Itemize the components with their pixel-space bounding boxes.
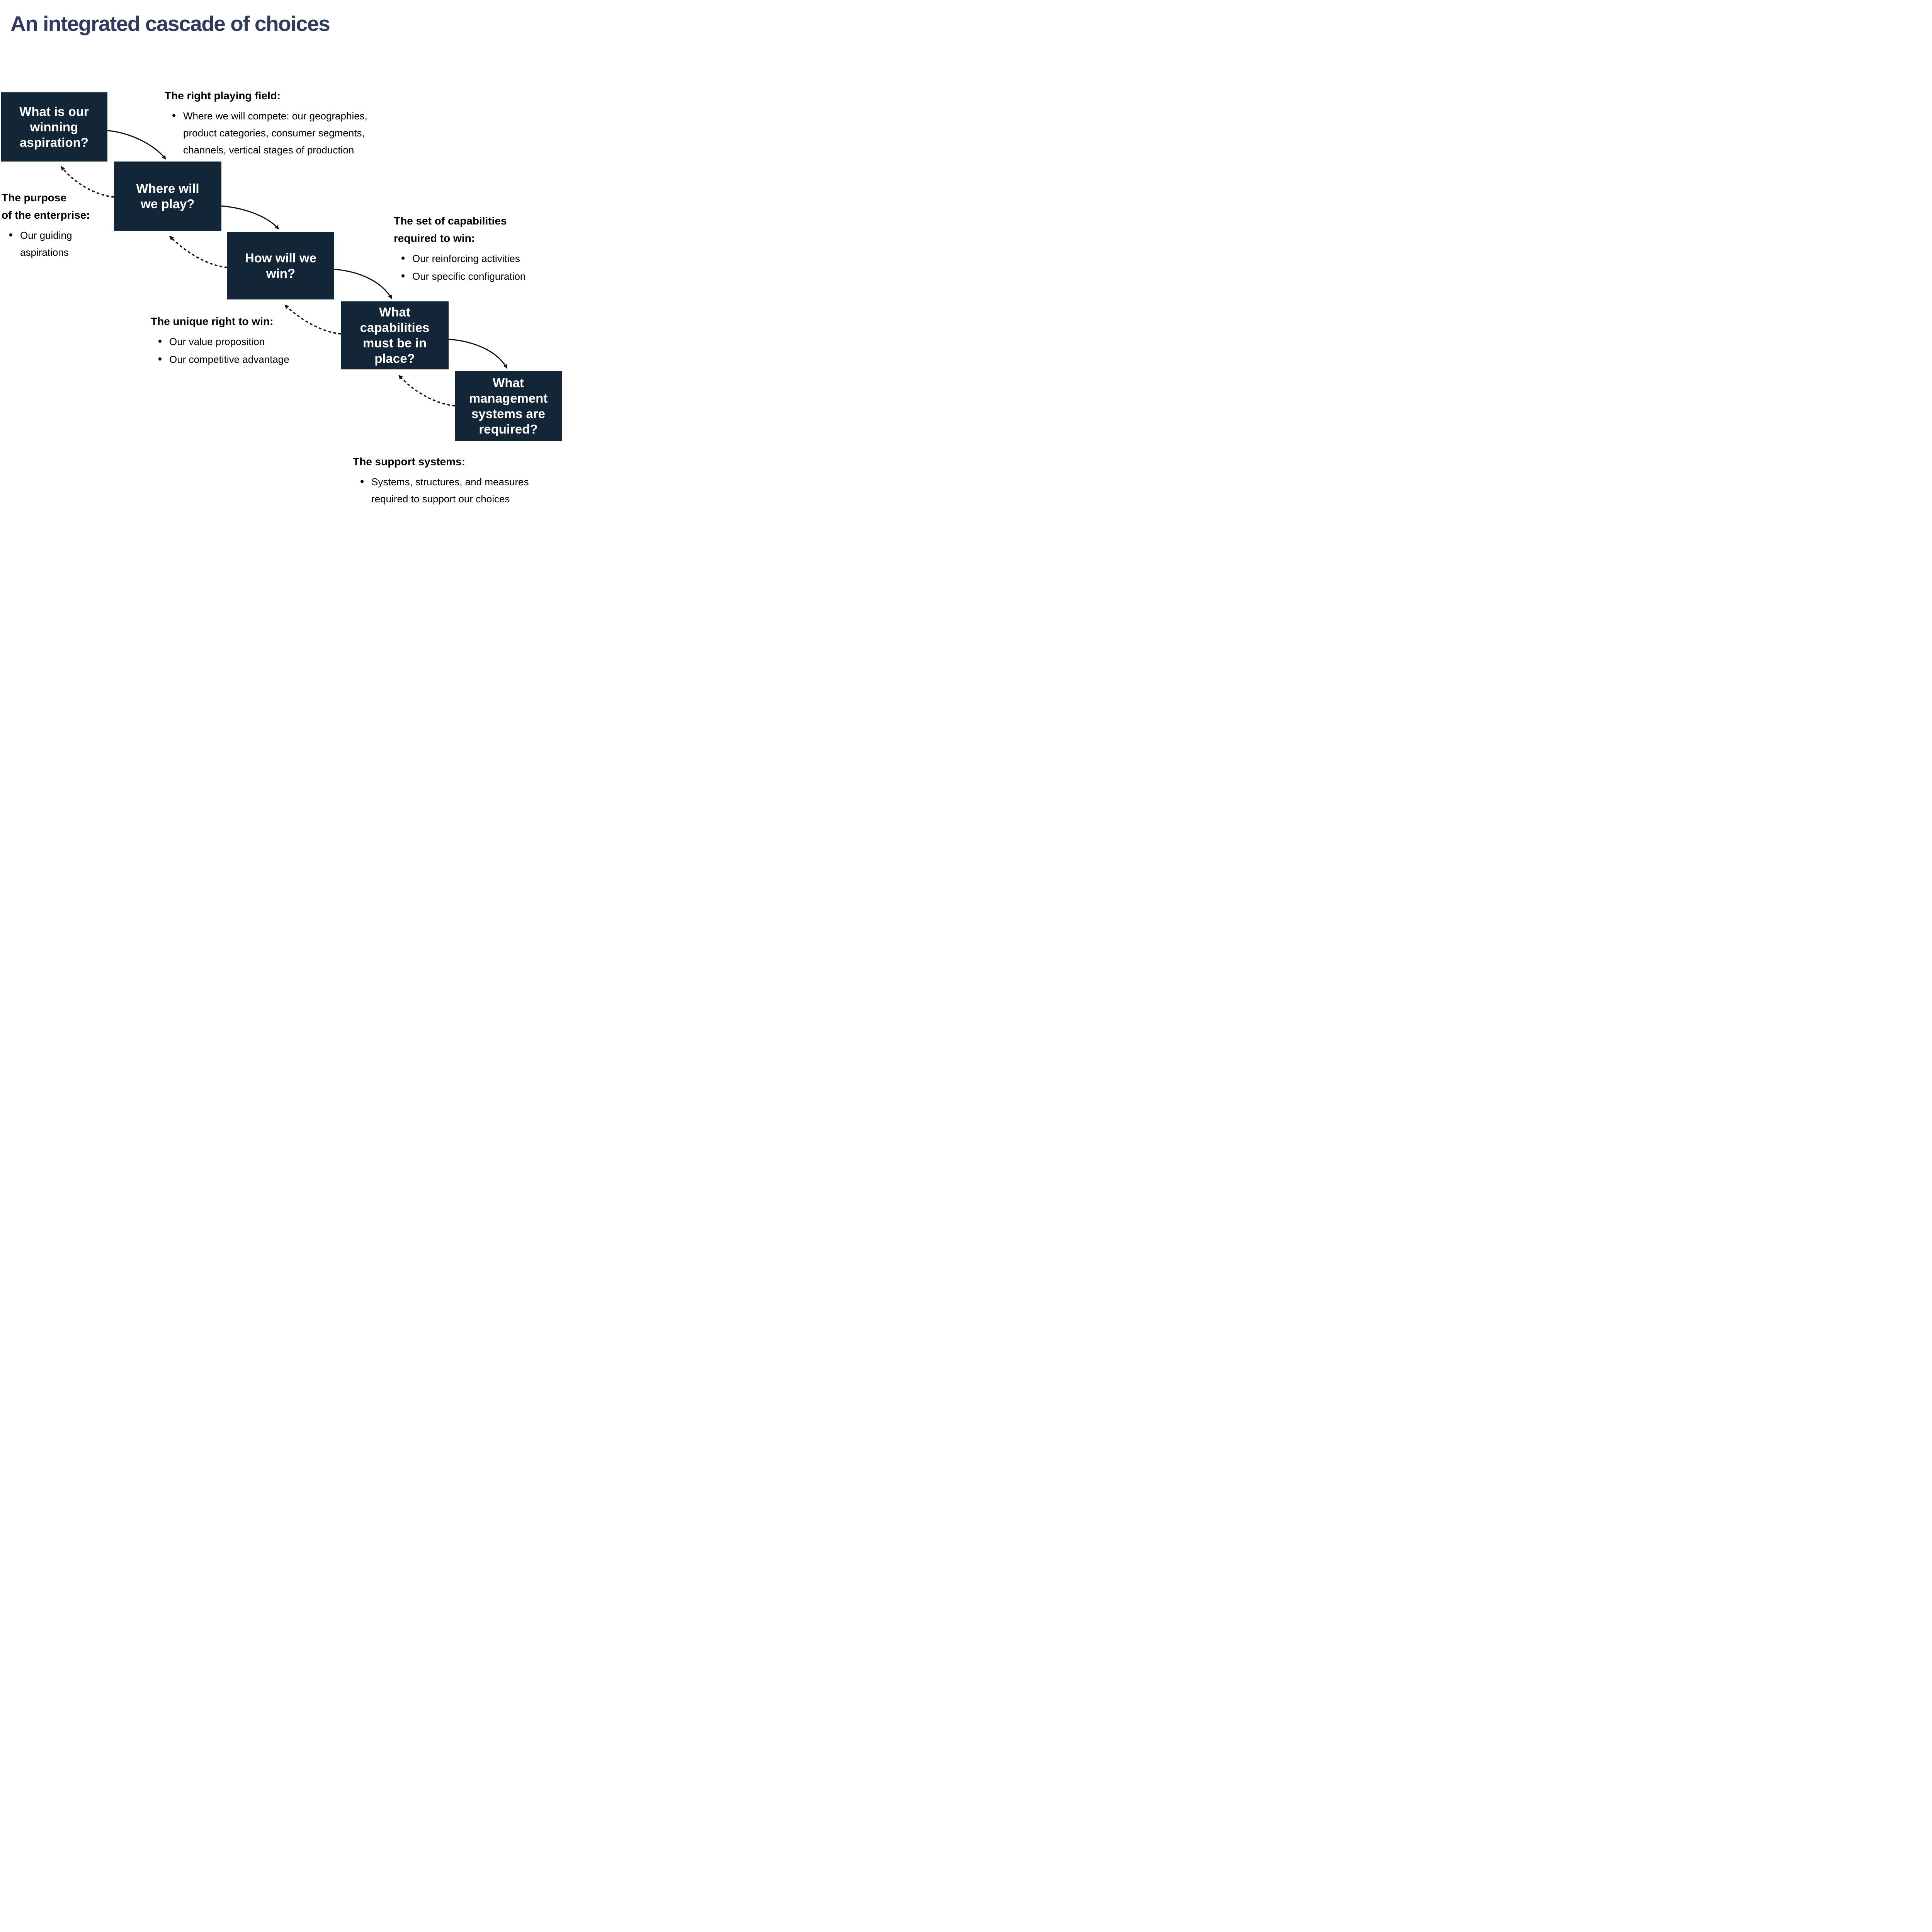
box-winning-aspiration: What is our winning aspiration? [1,92,107,162]
feedback-arrow-capabilities-to-how-icon [284,304,341,335]
note-heading-line: The set of capabilities [394,215,507,227]
box-label-line: How will we [245,250,317,265]
note-heading: The support systems: [353,453,529,470]
bullet-text: Our value proposition [169,333,265,350]
bullet-dot-icon [158,357,162,361]
bullet-item: Our specific configuration [394,268,526,285]
bullet-text: Systems, structures, and measures requir… [371,473,529,507]
bullet-text: Our competitive advantage [169,351,289,368]
note-right-playing-field: The right playing field: Where we will c… [165,87,367,159]
bullet-line: product categories, consumer segments, [183,127,365,139]
box-label-line: management [469,391,548,405]
box-label-line: winning [30,119,78,134]
feedback-arrow-how-to-where-icon [169,235,228,268]
note-set-of-capabilities: The set of capabilities required to win:… [394,212,526,286]
bullet-text: Where we will compete: our geographies, … [183,107,367,158]
bullet-line: Our competitive advantage [169,354,289,365]
box-winning-aspiration-label: What is our winning aspiration? [19,104,89,150]
bullet-line: Our value proposition [169,336,265,347]
bullet-line: channels, vertical stages of production [183,144,354,156]
bullet-line: Our reinforcing activities [412,253,520,264]
arrow-aspiration-to-where-icon [107,130,167,160]
note-purpose-of-enterprise: The purpose of the enterprise: Our guidi… [2,189,90,262]
box-label-line: place? [374,351,415,366]
bullet-item: Our competitive advantage [151,351,289,368]
bullet-item: Systems, structures, and measures requir… [353,473,529,507]
box-label-line: win? [266,266,296,281]
bullet-dot-icon [9,233,12,236]
bullet-dot-icon [361,480,364,483]
note-heading-line: of the enterprise: [2,209,90,221]
note-heading-line: The purpose [2,192,67,204]
bullet-dot-icon [401,257,405,260]
note-heading-line: The support systems: [353,456,465,468]
bullet-line: Our specific configuration [412,270,526,282]
box-label-line: What is our [19,104,89,119]
box-where-to-play: Where will we play? [114,162,221,231]
box-label-line: systems are [471,406,545,421]
bullet-line: aspirations [20,247,69,258]
feedback-arrow-systems-to-capabilities-icon [398,374,455,406]
bullet-item: Our guiding aspirations [2,227,90,261]
arrow-capabilities-to-systems-icon [448,338,508,369]
box-how-to-win: How will we win? [227,232,334,299]
bullet-text: Our reinforcing activities [412,250,520,267]
bullet-item: Our value proposition [151,333,289,350]
bullet-item: Where we will compete: our geographies, … [165,107,367,158]
box-label-line: What [379,305,410,319]
box-management-systems: What management systems are required? [455,371,562,441]
box-label-line: required? [479,422,538,436]
box-label-line: capabilities [360,320,430,335]
arrow-how-to-capabilities-icon [334,269,393,299]
box-capabilities: What capabilities must be in place? [341,301,449,369]
note-heading: The right playing field: [165,87,367,104]
box-label-line: we play? [141,197,195,211]
box-management-systems-label: What management systems are required? [469,375,548,437]
bullet-line: Where we will compete: our geographies, [183,110,367,122]
note-heading-line: The unique right to win: [151,315,274,327]
note-heading-line: The right playing field: [165,90,281,102]
box-label-line: aspiration? [20,135,88,150]
box-how-to-win-label: How will we win? [245,250,316,281]
box-capabilities-label: What capabilities must be in place? [360,304,430,366]
note-unique-right-to-win: The unique right to win: Our value propo… [151,313,289,369]
arrow-where-to-how-icon [221,205,279,230]
bullet-dot-icon [172,114,175,117]
page-title: An integrated cascade of choices [10,12,330,36]
note-heading-line: required to win: [394,232,475,244]
bullet-line: required to support our choices [371,493,510,505]
box-label-line: Where will [136,181,199,196]
bullet-text: Our guiding aspirations [20,227,72,261]
bullet-line: Our guiding [20,230,72,241]
bullet-dot-icon [401,274,405,277]
note-support-systems: The support systems: Systems, structures… [353,453,529,508]
bullet-text: Our specific configuration [412,268,526,285]
note-heading: The set of capabilities required to win: [394,212,526,247]
bullet-item: Our reinforcing activities [394,250,526,267]
box-label-line: must be in [362,336,427,350]
note-heading: The unique right to win: [151,313,289,330]
bullet-dot-icon [158,340,162,343]
box-label-line: What [493,375,524,390]
box-where-to-play-label: Where will we play? [136,181,199,212]
cascade-diagram: An integrated cascade of choices What is… [0,0,574,520]
note-heading: The purpose of the enterprise: [2,189,90,224]
bullet-line: Systems, structures, and measures [371,476,529,488]
